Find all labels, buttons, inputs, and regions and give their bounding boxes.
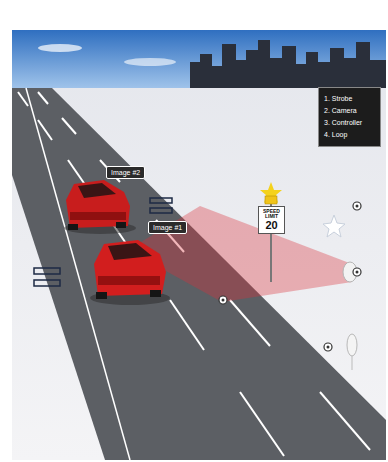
node-text: 20 [260, 219, 283, 231]
image-callout: Image #1 [148, 221, 187, 234]
node-text: 1. Strobe [324, 93, 375, 105]
node-text: Image #2 [111, 169, 140, 176]
node-text: 3. Controller [324, 117, 375, 129]
callout-marker-dots [222, 205, 359, 349]
cloud [124, 58, 176, 66]
road [12, 88, 386, 460]
image-callout: Image #2 [106, 166, 145, 179]
component-list: 1. Strobe2. Camera3. Controller4. Loop [318, 87, 381, 147]
node-text: Image #1 [153, 224, 182, 231]
roadside-devices [323, 215, 357, 370]
node-text: SPEED LIMIT [260, 209, 283, 219]
cloud [38, 44, 82, 52]
city-skyline [190, 40, 386, 88]
ground [12, 30, 386, 460]
node-text: 4. Loop [324, 129, 375, 141]
car-image-2 [64, 180, 136, 234]
callout-markers [219, 202, 361, 351]
car-image-1 [90, 240, 170, 305]
speed-limit-sign: SPEED LIMIT20 [258, 206, 285, 234]
sky [12, 30, 386, 88]
node-text: 2. Camera [324, 105, 375, 117]
